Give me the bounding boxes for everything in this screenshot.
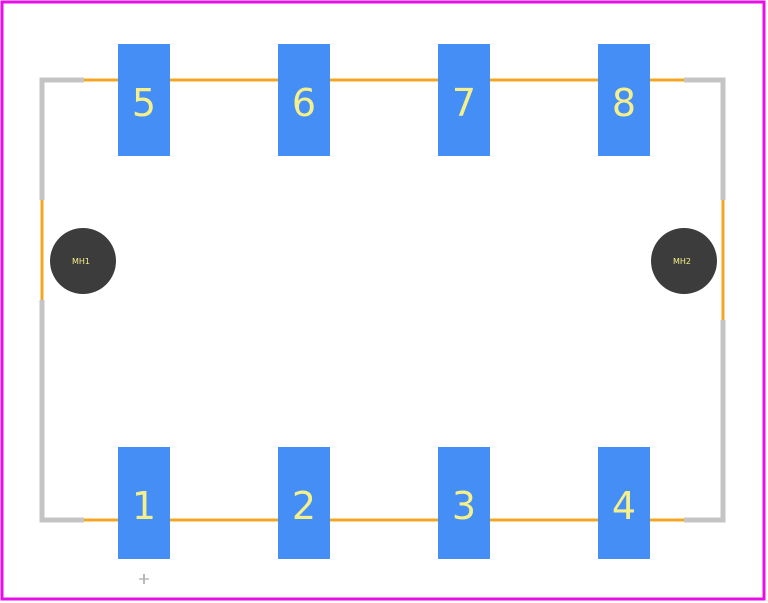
silkscreen-bottom-right: [684, 320, 726, 523]
mounting-hole-mh1[interactable]: [50, 228, 116, 294]
pad-5[interactable]: [118, 44, 170, 156]
mounting-hole-mh2-label: MH2: [673, 257, 691, 266]
silkscreen-top-right: [684, 77, 726, 200]
pad-7[interactable]: [438, 44, 490, 156]
pad-1[interactable]: [118, 447, 170, 559]
mounting-hole-mh2[interactable]: [651, 228, 717, 294]
pad-2-label: 2: [292, 484, 316, 528]
pad-6-label: 6: [292, 81, 316, 125]
pad-5-label: 5: [132, 81, 156, 125]
silkscreen-top-left: [39, 77, 84, 200]
pad-3[interactable]: [438, 447, 490, 559]
pad-8-label: 8: [612, 81, 636, 125]
pin1-marker-icon: [139, 574, 149, 584]
pad-6[interactable]: [278, 44, 330, 156]
pad-4-label: 4: [612, 484, 636, 528]
silkscreen-bottom-left: [39, 300, 84, 523]
mounting-hole-mh1-label: MH1: [72, 257, 90, 266]
pad-3-label: 3: [452, 484, 476, 528]
pad-7-label: 7: [452, 81, 476, 125]
pad-1-label: 1: [132, 484, 156, 528]
pad-8[interactable]: [598, 44, 650, 156]
pad-2[interactable]: [278, 447, 330, 559]
pad-4[interactable]: [598, 447, 650, 559]
